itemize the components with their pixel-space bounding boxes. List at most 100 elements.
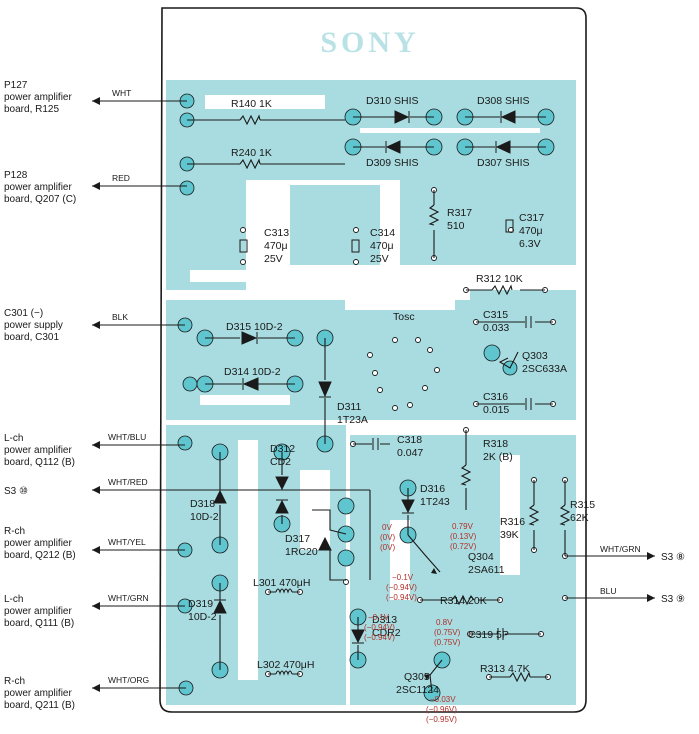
label-line: power amplifier [4, 606, 72, 617]
tosc-label: Tosc [393, 311, 415, 323]
c317-voltage: 6.3V [519, 238, 541, 250]
d308-label: D308 SHIS [477, 95, 530, 107]
d312-label: D312 [270, 443, 295, 455]
d318-value: 10D-2 [190, 511, 219, 523]
label-line: power amplifier [4, 182, 72, 193]
label-line: power supply [4, 320, 63, 331]
d309-label: D309 SHIS [366, 157, 419, 169]
d313-value: CDR2 [372, 627, 401, 639]
r315-label: R315 [570, 499, 595, 511]
r314-label: R314 20K [440, 595, 487, 607]
label-line: P127 [4, 80, 28, 91]
d319-value: 10D-2 [188, 611, 217, 623]
q304-value: 2SA611 [468, 564, 505, 576]
d317-label: D317 [285, 533, 310, 545]
c313-label: C313 [264, 227, 289, 239]
wire-color-label: WHT/GRN [108, 593, 149, 603]
c313-value: 470μ [264, 240, 288, 252]
d314-label: D314 10D-2 [224, 366, 281, 378]
voltage-q304-top: (0.13V) [450, 532, 477, 541]
label-line: board, Q112 (B) [4, 457, 75, 468]
d312-value: CD2 [270, 456, 291, 468]
external-label-s3-10: S3 ⑩ WHT/RED [4, 477, 148, 497]
c314-label: C314 [370, 227, 395, 239]
voltage-q304-left: 0V [382, 523, 392, 532]
voltage-q304-bottom: −0.1V [392, 573, 414, 582]
c316-label: C316 [483, 391, 508, 403]
label-line: board, Q111 (B) [4, 618, 74, 629]
c314-voltage: 25V [370, 253, 389, 265]
d316-label: D316 [420, 483, 445, 495]
symbols [213, 110, 532, 644]
voltage-q305-left: (−0.94V) [364, 633, 395, 642]
r312-label: R312 10K [476, 273, 523, 285]
d316-value: 1T243 [420, 496, 450, 508]
voltage-q304-bottom: (−0.94V) [386, 593, 417, 602]
label-line: S3 ⑧ [661, 552, 685, 563]
r140-label: R140 1K [231, 98, 272, 110]
external-label-p127: P127 power amplifier board, R125 WHT [4, 80, 131, 115]
wire-color-label: WHT/BLU [108, 432, 146, 442]
r316-label: R316 [500, 516, 525, 528]
label-line: S3 ⑨ [661, 594, 685, 605]
label-line: L-ch [4, 433, 23, 444]
c314-value: 470μ [370, 240, 394, 252]
voltage-q305-left: (−0.94V) [364, 623, 395, 632]
c316-value: 0.015 [483, 404, 509, 416]
wire-color-label: WHT/YEL [108, 537, 146, 547]
external-label-lch-q112: L-ch power amplifier board, Q112 (B) WHT… [4, 432, 146, 468]
d307-label: D307 SHIS [477, 157, 530, 169]
voltage-q304-left: (0V) [380, 533, 395, 542]
r318-label: R318 [483, 438, 508, 450]
c315-label: C315 [483, 309, 508, 321]
r317-label: R317 [447, 207, 472, 219]
label-line: board, R125 [4, 104, 59, 115]
r240-label: R240 1K [231, 147, 272, 159]
wire-color-label: BLK [112, 312, 128, 322]
wire-color-label: WHT/RED [108, 477, 148, 487]
c318-label: C318 [397, 434, 422, 446]
wire-color-label: BLU [600, 586, 617, 596]
q305-label: Q305 [404, 671, 430, 683]
external-label-rch-q212: R-ch power amplifier board, Q212 (B) WHT… [4, 526, 146, 561]
q303-value: 2SC633A [522, 363, 567, 375]
wire-color-label: RED [112, 173, 130, 183]
c317-label: C317 [519, 212, 544, 224]
l302-label: L302 470μH [257, 659, 314, 671]
label-line: board, Q211 (B) [4, 700, 75, 711]
external-label-rch-q211: R-ch power amplifier board, Q211 (B) WHT… [4, 675, 149, 711]
external-label-s3-8: WHT/GRN S3 ⑧ [600, 544, 685, 563]
label-line: S3 ⑩ [4, 486, 28, 497]
voltage-q304-left: (0V) [380, 543, 395, 552]
wiring [92, 100, 655, 694]
q303-label: Q303 [522, 350, 548, 362]
label-line: C301 (−) [4, 308, 43, 319]
voltage-q305-top: (0.75V) [434, 638, 461, 647]
r316-value: 39K [500, 529, 519, 541]
external-label-s3-9: BLU S3 ⑨ [600, 586, 685, 605]
external-label-c301: C301 (−) power supply board, C301 BLK [4, 308, 128, 343]
r318-value: 2K (B) [483, 451, 513, 463]
external-label-lch-q111: L-ch power amplifier board, Q111 (B) WHT… [4, 593, 149, 629]
d319-label: D319 [188, 598, 213, 610]
label-line: power amplifier [4, 538, 72, 549]
c315-value: 0.033 [483, 322, 509, 334]
arrowheads [92, 97, 655, 692]
voltage-q305-top: (0.75V) [434, 628, 461, 637]
component-labels: R140 1K R240 1K D310 SHIS D308 SHIS D309… [188, 95, 595, 696]
r317-value: 510 [447, 220, 465, 232]
c317-value: 470μ [519, 225, 543, 237]
voltage-q304-bottom: (−0.94V) [386, 583, 417, 592]
voltage-q305-left: −0.1V [368, 613, 390, 622]
c319-label: C319 5P [468, 629, 509, 641]
q304-label: Q304 [468, 551, 494, 563]
r315-value: 62K [570, 512, 589, 524]
d311-value: 1T23A [337, 414, 368, 426]
copper-areas [166, 80, 576, 705]
voltage-q305-bottom: (−0.95V) [426, 715, 457, 724]
voltage-q304-top: (0.72V) [450, 542, 477, 551]
label-line: board, Q212 (B) [4, 550, 76, 561]
label-line: R-ch [4, 676, 25, 687]
voltage-q304-top: 0.79V [452, 522, 474, 531]
l301-label: L301 470μH [253, 577, 310, 589]
